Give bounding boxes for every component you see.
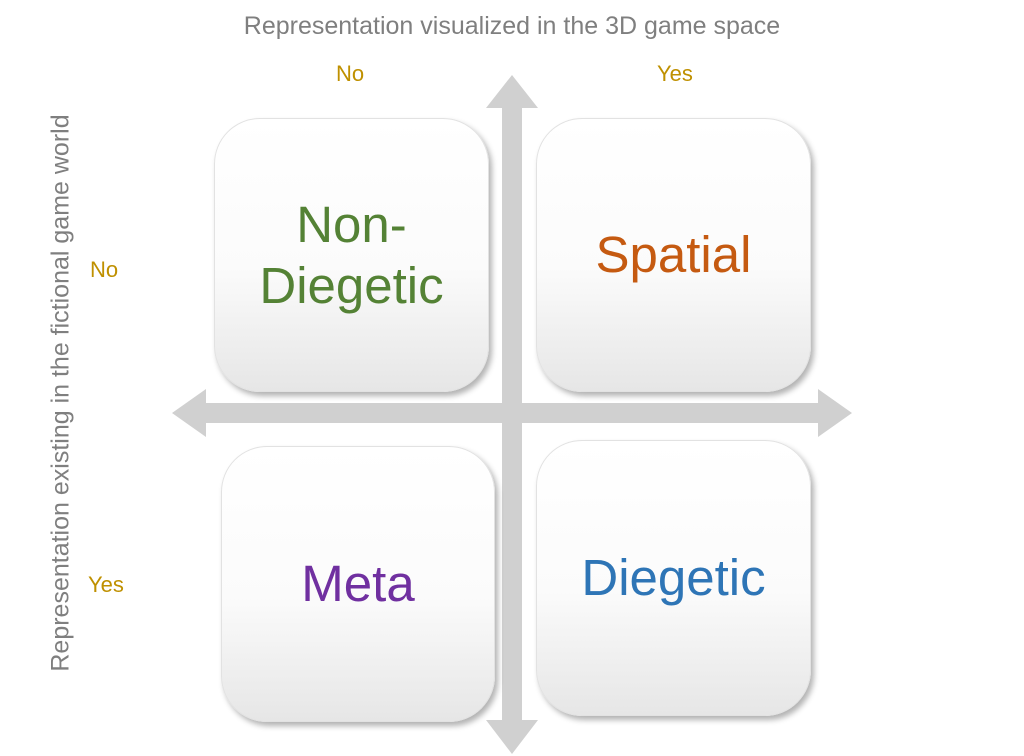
- non-diegetic-label: Non- Diegetic: [259, 194, 443, 316]
- spatial-quadrant: Spatial: [536, 118, 811, 392]
- meta-label: Meta: [301, 555, 415, 613]
- vertical-axis-arrow: [486, 75, 538, 754]
- horizontal-axis-title: Representation visualized in the 3D game…: [243, 12, 781, 40]
- horizontal-tick-no: No: [336, 61, 365, 86]
- diegetic-quadrant: Diegetic: [536, 440, 811, 716]
- non-diegetic-label-line2: Diegetic: [259, 257, 444, 314]
- meta-quadrant: Meta: [221, 446, 495, 722]
- vertical-tick-yes: Yes: [88, 572, 124, 597]
- vertical-tick-no: No: [90, 257, 119, 282]
- spatial-label: Spatial: [595, 226, 752, 284]
- non-diegetic-label-line1: Non-: [296, 195, 407, 253]
- diegetic-label: Diegetic: [581, 549, 766, 607]
- horizontal-tick-yes: Yes: [657, 61, 693, 86]
- non-diegetic-quadrant: Non- Diegetic: [214, 118, 489, 392]
